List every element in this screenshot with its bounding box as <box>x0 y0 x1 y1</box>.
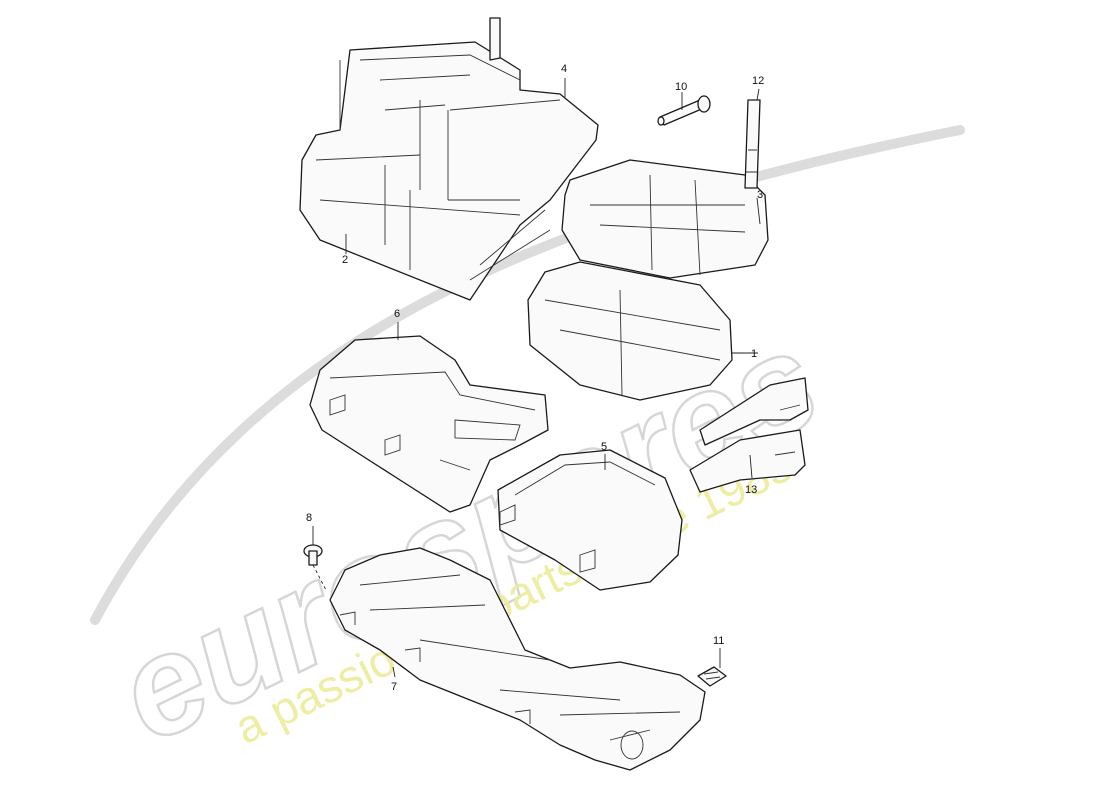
part-backrest-left[interactable] <box>299 17 599 301</box>
callout-13[interactable]: 13 <box>745 484 757 496</box>
part-clip[interactable] <box>697 666 727 687</box>
callout-5[interactable]: 5 <box>601 441 607 453</box>
callouts: 1 2 3 4 5 6 7 8 10 11 12 13 <box>306 63 764 693</box>
callout-4[interactable]: 4 <box>561 63 567 75</box>
part-bolt[interactable] <box>303 544 327 591</box>
part-seat-frame-right[interactable] <box>497 449 683 591</box>
part-cushion-cover[interactable] <box>527 261 733 401</box>
leader-lines <box>312 78 761 678</box>
callout-7[interactable]: 7 <box>391 681 397 693</box>
callout-12[interactable]: 12 <box>752 75 764 87</box>
watermark-brand: eurospares <box>94 300 841 772</box>
part-side-trim[interactable] <box>689 377 809 493</box>
callout-1[interactable]: 1 <box>751 348 757 360</box>
part-pin[interactable] <box>657 95 711 126</box>
part-backrest-right[interactable] <box>561 159 769 279</box>
callout-8[interactable]: 8 <box>306 512 312 524</box>
callout-10[interactable]: 10 <box>675 81 687 93</box>
callout-2[interactable]: 2 <box>342 254 348 266</box>
watermark-swoosh <box>90 125 965 625</box>
part-seat-frame-left[interactable] <box>309 335 549 513</box>
callout-3[interactable]: 3 <box>757 189 763 201</box>
part-strap[interactable] <box>744 99 761 189</box>
callout-6[interactable]: 6 <box>394 308 400 320</box>
part-support-bracket[interactable] <box>329 547 706 771</box>
callout-11[interactable]: 11 <box>713 635 724 647</box>
